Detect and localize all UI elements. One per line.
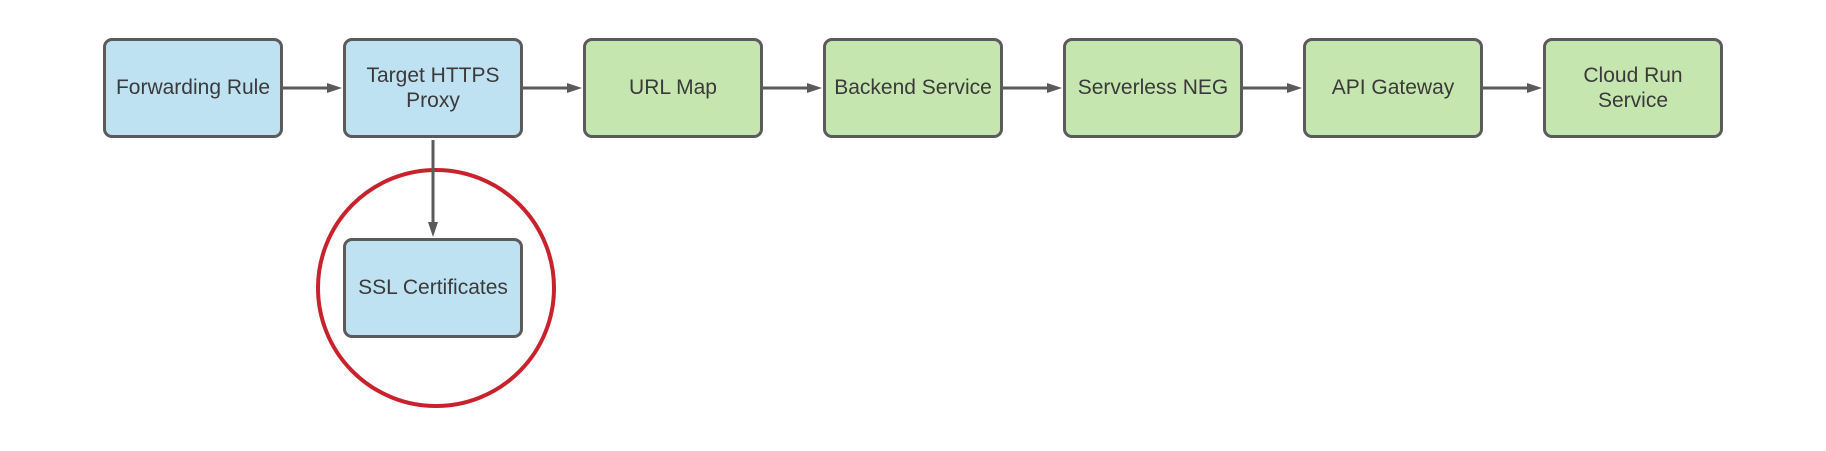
node-api-gateway: API Gateway <box>1303 38 1483 138</box>
node-cloud-run-service: Cloud Run Service <box>1543 38 1723 138</box>
node-ssl-certificates: SSL Certificates <box>343 238 523 338</box>
node-forwarding-rule-label: Forwarding Rule <box>115 76 271 100</box>
node-serverless-neg-label: Serverless NEG <box>1077 76 1229 100</box>
node-backend-service-label: Backend Service <box>834 76 992 100</box>
highlight-circle <box>316 168 556 408</box>
node-serverless-neg: Serverless NEG <box>1063 38 1243 138</box>
node-url-map-label: URL Map <box>629 76 717 100</box>
node-forwarding-rule: Forwarding Rule <box>103 38 283 138</box>
node-api-gateway-label: API Gateway <box>1331 76 1455 100</box>
node-ssl-certificates-label: SSL Certificates <box>358 276 508 300</box>
node-target-https-proxy-label: Target HTTPS Proxy <box>366 63 500 112</box>
node-url-map: URL Map <box>583 38 763 138</box>
node-cloud-run-service-label: Cloud Run Service <box>1583 63 1683 112</box>
node-backend-service: Backend Service <box>823 38 1003 138</box>
node-target-https-proxy: Target HTTPS Proxy <box>343 38 523 138</box>
